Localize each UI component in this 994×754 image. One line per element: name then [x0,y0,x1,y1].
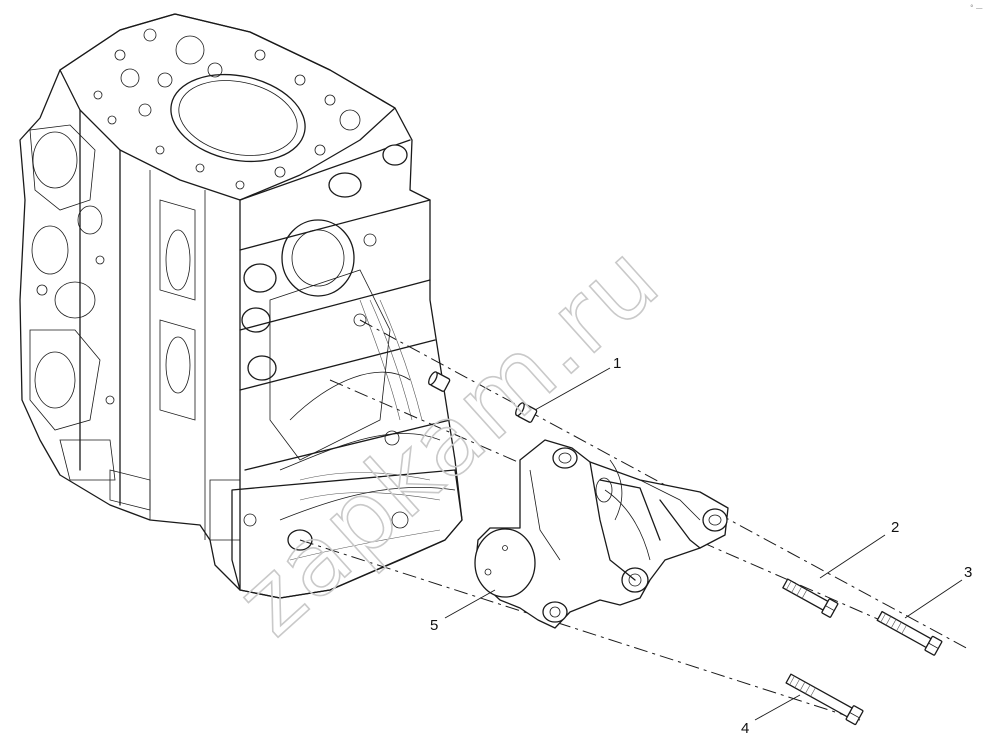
bolt-2 [782,578,839,618]
callout-4: 4 [741,720,749,737]
dowel-sleeves [428,371,538,423]
callout-2: 2 [891,519,899,536]
bolt-4 [785,673,864,726]
engine-block [19,13,463,599]
corner-mark: ° — [970,4,983,12]
callout-1: 1 [613,355,621,372]
callouts: 1 2 3 4 5 [430,355,972,737]
callout-5: 5 [430,617,438,634]
mounting-bracket [474,439,729,629]
callout-3: 3 [964,564,972,581]
bolt-3 [876,610,943,656]
leader-lines [444,367,963,721]
